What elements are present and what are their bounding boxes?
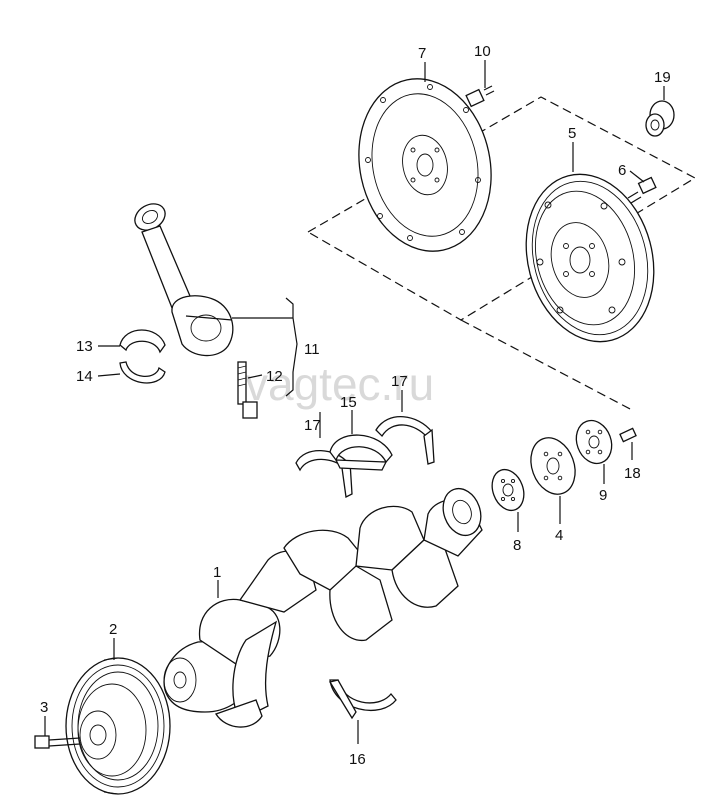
callout-6: 6 (618, 162, 626, 179)
callout-2: 2 (109, 621, 117, 638)
dowel-pin (619, 427, 637, 443)
callout-14: 14 (76, 368, 93, 385)
callout-18: 18 (624, 465, 641, 482)
callout-16: 16 (349, 751, 366, 768)
callout-17a: 17 (304, 417, 321, 434)
callout-17b: 17 (391, 373, 408, 390)
drive-plate-bolt (465, 85, 495, 108)
callout-19: 19 (654, 69, 671, 86)
thrust-washer-right (375, 416, 435, 465)
flywheel-bolt (627, 176, 657, 204)
spacer-plate-8 (491, 468, 525, 512)
callout-7: 7 (418, 45, 426, 62)
callout-labels: 7 10 19 5 6 13 14 11 12 17 15 17 1 2 3 8… (40, 43, 671, 768)
crankshaft (163, 487, 483, 728)
callout-5: 5 (568, 125, 576, 142)
callout-9: 9 (599, 487, 607, 504)
thrust-plate-4 (530, 437, 576, 495)
callout-11: 11 (304, 341, 320, 358)
callout-3: 3 (40, 699, 48, 716)
assembly-dash-outline (307, 96, 697, 411)
rod-bearing-shell-lower (119, 361, 166, 384)
main-bearing-shell-16 (328, 679, 397, 720)
callout-12: 12 (266, 368, 283, 385)
drive-plate (358, 78, 492, 252)
callout-10: 10 (474, 43, 491, 60)
main-bearing-shell-15 (329, 434, 393, 471)
rod-bearing-shell-upper (119, 329, 166, 354)
shim-plate-9 (575, 419, 613, 465)
pulley-bolt (34, 735, 81, 749)
rod-bolt (237, 361, 258, 419)
watermark: vagtec.ru (245, 358, 434, 410)
callout-15: 15 (340, 394, 357, 411)
leader-lines (44, 60, 665, 744)
callout-8: 8 (513, 537, 521, 554)
callout-4: 4 (555, 527, 563, 544)
callout-13: 13 (76, 338, 93, 355)
flywheel (525, 173, 655, 343)
thrust-washer-left (295, 450, 353, 498)
callout-1: 1 (213, 564, 221, 581)
connecting-rod (134, 203, 234, 357)
bush (645, 100, 675, 137)
vibration-damper-pulley (65, 657, 171, 795)
